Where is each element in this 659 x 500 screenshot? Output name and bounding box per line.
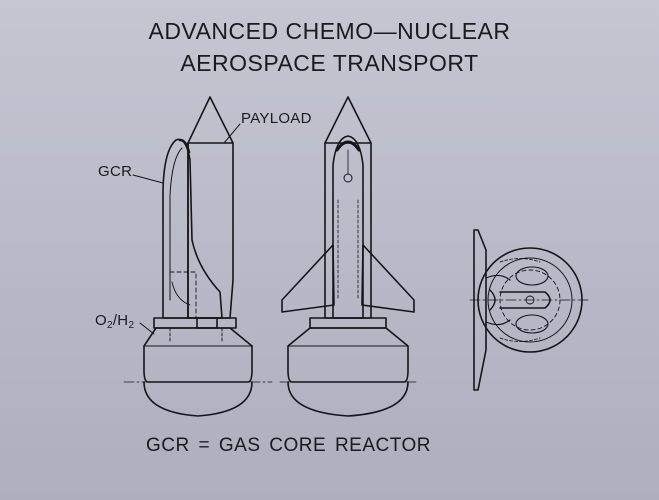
- end-upper-engine: [515, 266, 549, 286]
- gcr-label: GCR: [98, 163, 133, 180]
- top-view: [279, 96, 419, 417]
- o2h2-sub-1: 2: [106, 320, 113, 331]
- top-o2h2-tank: [287, 327, 409, 383]
- top-aerobrake-dome: [287, 381, 409, 417]
- top-left-wing: [281, 244, 335, 313]
- end-lower-wing: [485, 319, 511, 326]
- side-cockpit-window: [178, 138, 191, 154]
- side-view: [123, 96, 273, 417]
- end-inner-dashed-circle: [499, 269, 561, 331]
- o2h2-label: O2/H2: [95, 312, 134, 331]
- end-center-circle: [525, 295, 535, 305]
- side-payload-tank: [187, 96, 234, 319]
- top-hatch-circle: [343, 173, 353, 183]
- o2h2-sub-2: 2: [128, 320, 135, 331]
- end-cockpit-arc: [489, 289, 496, 311]
- gcr-leader-line: [132, 174, 164, 184]
- payload-label: PAYLOAD: [241, 110, 312, 127]
- end-upper-wing: [485, 274, 511, 281]
- end-fuselage-section: [499, 291, 551, 309]
- o2h2-slash-h: /H: [112, 312, 129, 329]
- side-aerobrake-dome: [143, 381, 253, 417]
- end-vertical-fin: [473, 229, 487, 391]
- payload-leader-line: [223, 123, 241, 144]
- top-bay-dashes: [337, 199, 359, 301]
- side-orbiter-body: [162, 138, 223, 319]
- side-engine-bay-outline: [169, 271, 197, 319]
- side-engine-contour: [171, 281, 191, 306]
- end-lower-engine: [515, 314, 549, 334]
- top-orbiter-fuselage: [332, 135, 364, 319]
- top-tank-skirt: [309, 317, 387, 329]
- end-dashed-arcs: [499, 258, 541, 342]
- title-line-2: AEROSPACE TRANSPORT: [180, 50, 479, 76]
- top-right-wing: [361, 244, 415, 313]
- top-payload-tank: [324, 96, 372, 319]
- side-interstage-box: [196, 317, 218, 329]
- end-aerobrake-circle: [477, 247, 583, 353]
- end-tank-circle: [487, 257, 573, 343]
- o2h2-o: O: [95, 312, 107, 329]
- footnote-definition: GCR = GAS CORE REACTOR: [146, 435, 432, 456]
- o2h2-leader-line: [139, 322, 155, 335]
- side-o2h2-tank: [143, 327, 253, 383]
- side-tank-skirt: [153, 317, 237, 329]
- top-cockpit: [335, 140, 361, 152]
- side-orbiter-inner-line: [169, 147, 183, 301]
- end-view: [469, 229, 591, 391]
- title-line-1: ADVANCED CHEMO—NUCLEAR: [148, 18, 511, 44]
